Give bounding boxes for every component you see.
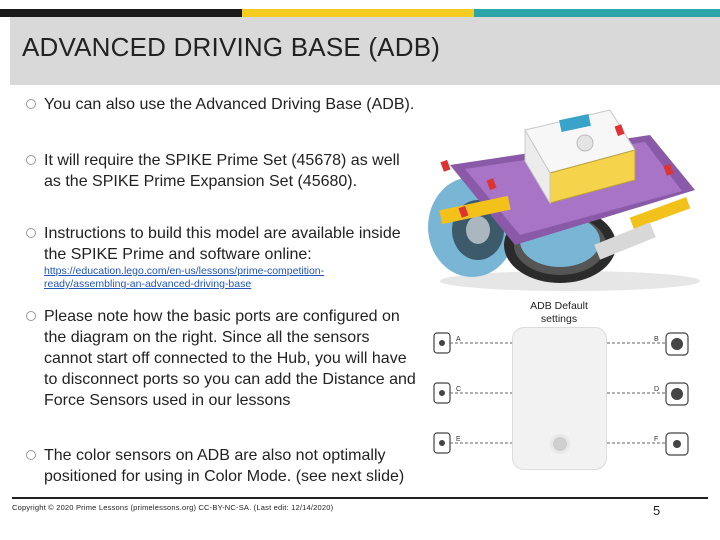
bullet-item: The color sensors on ADB are also not op… (26, 445, 418, 487)
adb-default-settings-label: ADB Default settings (530, 300, 588, 325)
port-f-label: F (654, 436, 658, 443)
bullet-item: It will require the SPIKE Prime Set (456… (26, 150, 416, 192)
top-bar-dark-segment (0, 9, 242, 17)
title-banner (10, 17, 720, 85)
port-b-motor-icon (665, 332, 689, 356)
port-d-motor-icon (665, 382, 689, 406)
spike-hub-diagram (512, 327, 607, 470)
bullet-icon (26, 450, 36, 460)
top-bar-yellow-segment (242, 9, 474, 17)
bullet-icon (26, 155, 36, 165)
bullet-item: Please note how the basic ports are conf… (26, 306, 418, 411)
port-f-sensor-icon (665, 432, 689, 456)
bullet-text: It will require the SPIKE Prime Set (456… (44, 152, 400, 190)
bullet-item: You can also use the Advanced Driving Ba… (26, 94, 416, 115)
bullet-text: Instructions to build this model are ava… (44, 225, 401, 263)
bullet-icon (26, 99, 36, 109)
hub-center-button-icon (550, 434, 570, 454)
top-bar-teal-segment (474, 9, 720, 17)
bullet-text: You can also use the Advanced Driving Ba… (44, 96, 415, 113)
bullet-icon (26, 311, 36, 321)
port-b-label: B (654, 336, 659, 343)
port-c-label: C (456, 386, 461, 393)
port-c-sensor-icon (433, 382, 451, 404)
bullet-text: Please note how the basic ports are conf… (44, 308, 416, 409)
port-e-sensor-icon (433, 432, 451, 454)
robot-image (428, 109, 700, 291)
port-d-label: D (654, 386, 659, 393)
bullet-text: The color sensors on ADB are also not op… (44, 447, 405, 485)
instructions-link[interactable]: https://education.lego.com/en-us/lessons… (44, 265, 325, 290)
top-color-bar (0, 9, 720, 17)
port-a-sensor-icon (433, 332, 451, 354)
slide-title: ADVANCED DRIVING BASE (ADB) (22, 32, 441, 62)
port-a-label: A (456, 336, 461, 343)
bullet-icon (26, 228, 36, 238)
footer-divider (12, 497, 708, 499)
port-e-label: E (456, 436, 461, 443)
port-wiring-diagram: A B C D E F (433, 332, 689, 456)
bullet-item: Instructions to build this model are ava… (26, 223, 416, 265)
copyright-text: Copyright © 2020 Prime Lessons (primeles… (12, 503, 334, 512)
page-number: 5 (653, 503, 661, 518)
